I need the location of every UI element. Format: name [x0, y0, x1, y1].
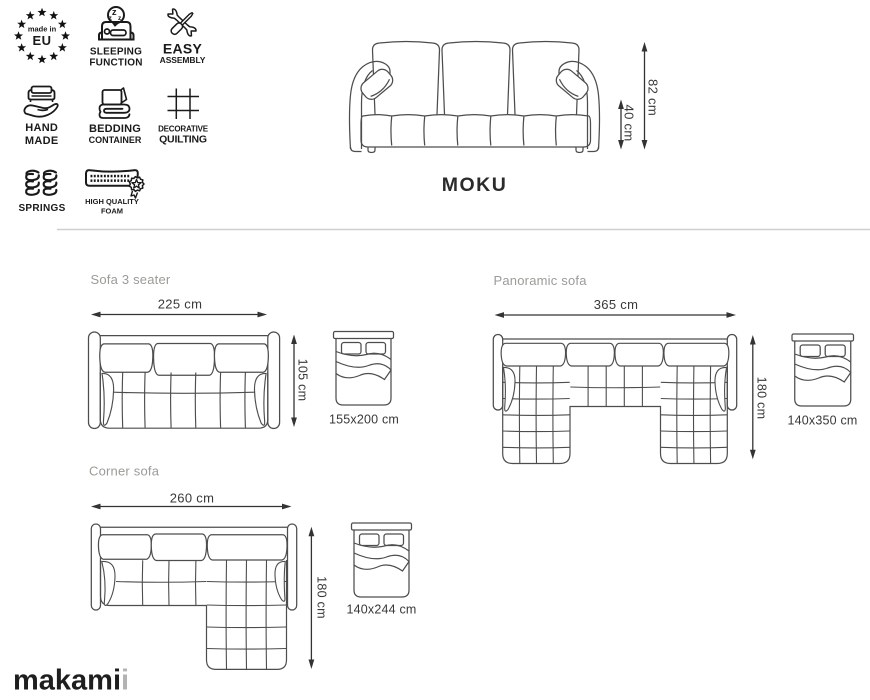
svg-text:z: z — [109, 15, 113, 22]
svg-text:105 cm: 105 cm — [296, 359, 310, 402]
svg-text:z: z — [112, 7, 117, 18]
svg-text:140x244 cm: 140x244 cm — [346, 603, 416, 617]
svg-text:180 cm: 180 cm — [315, 576, 329, 619]
svg-text:82 cm: 82 cm — [646, 79, 661, 116]
svg-text:makamii: makamii — [13, 665, 129, 697]
svg-text:225 cm: 225 cm — [158, 296, 202, 311]
svg-text:Corner sofa: Corner sofa — [89, 463, 160, 478]
svg-text:SLEEPING: SLEEPING — [90, 47, 142, 58]
svg-text:ASSEMBLY: ASSEMBLY — [160, 55, 206, 65]
svg-text:BEDDING: BEDDING — [89, 123, 141, 135]
svg-text:DECORATIVE: DECORATIVE — [158, 125, 209, 134]
svg-text:FUNCTION: FUNCTION — [89, 58, 142, 69]
svg-text:made in: made in — [28, 25, 57, 34]
svg-text:FOAM: FOAM — [101, 207, 123, 216]
svg-text:CONTAINER: CONTAINER — [89, 135, 142, 145]
svg-text:180 cm: 180 cm — [755, 377, 769, 420]
svg-text:155x200 cm: 155x200 cm — [329, 413, 399, 427]
svg-text:140x350 cm: 140x350 cm — [787, 414, 857, 428]
svg-text:QUILTING: QUILTING — [159, 134, 207, 146]
svg-text:MADE: MADE — [25, 135, 59, 147]
svg-text:MOKU: MOKU — [442, 174, 508, 196]
svg-text:EU: EU — [32, 33, 51, 48]
svg-text:HIGH QUALITY: HIGH QUALITY — [85, 197, 139, 206]
svg-text:Panoramic sofa: Panoramic sofa — [494, 273, 588, 288]
svg-text:365 cm: 365 cm — [594, 297, 638, 312]
svg-text:z: z — [118, 15, 122, 22]
svg-text:EASY: EASY — [163, 41, 203, 57]
svg-text:40 cm: 40 cm — [622, 105, 637, 142]
svg-text:260 cm: 260 cm — [170, 491, 214, 506]
svg-text:Sofa 3 seater: Sofa 3 seater — [91, 272, 171, 287]
svg-text:SPRINGS: SPRINGS — [18, 203, 65, 214]
svg-text:HAND: HAND — [25, 122, 58, 134]
